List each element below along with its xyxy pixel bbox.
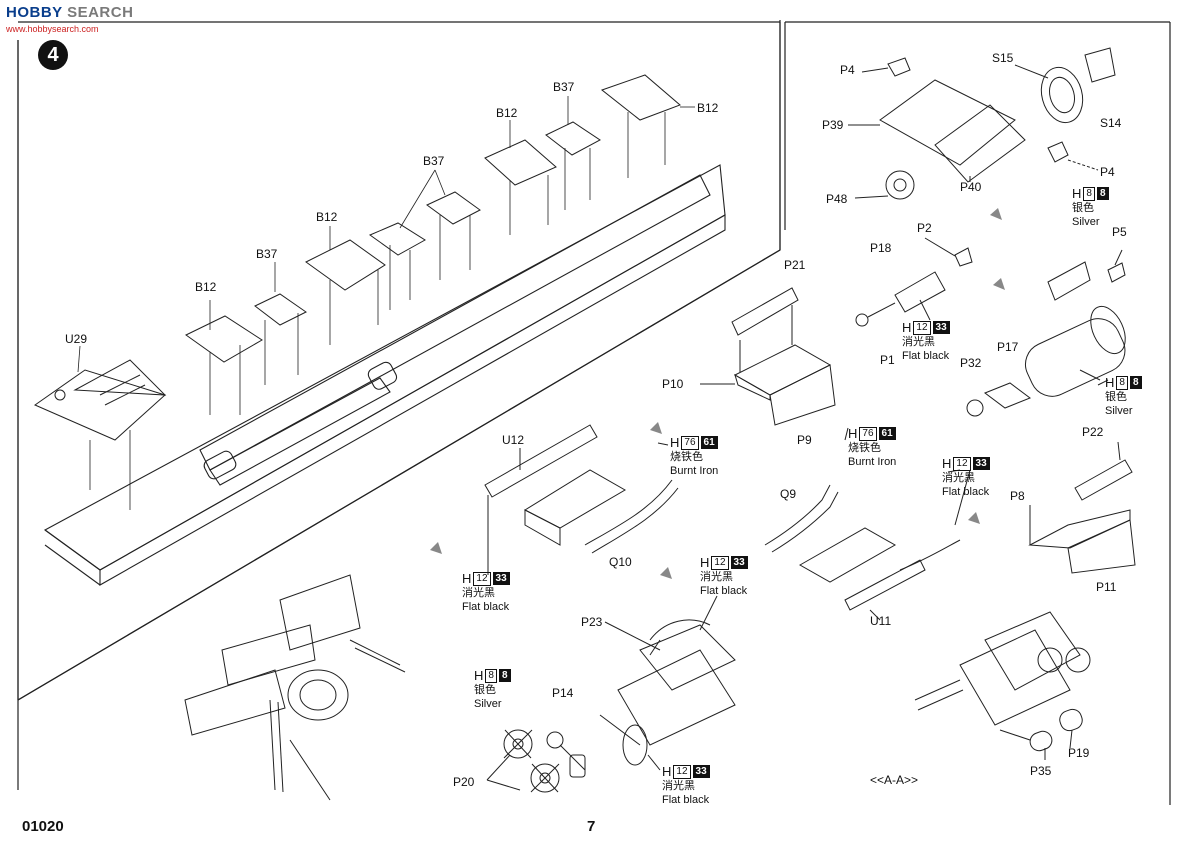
watermark-url: www.hobbysearch.com — [6, 24, 99, 34]
part-label: U11 — [870, 614, 892, 628]
part-label: B12 — [195, 280, 217, 294]
part-label: P17 — [997, 340, 1019, 354]
part-label: U29 — [65, 332, 88, 346]
part-label: B37 — [256, 247, 278, 261]
part-label: P23 — [581, 615, 603, 629]
part-label: P32 — [960, 356, 982, 370]
part-label: P1 — [880, 353, 895, 367]
page-number: 7 — [587, 818, 596, 835]
watermark-logo: HOBBY SEARCH — [6, 4, 134, 21]
part-label: P22 — [1082, 425, 1104, 439]
section-view-label: <<A-A>> — [870, 773, 919, 787]
part-label: P21 — [784, 258, 806, 272]
part-label: S15 — [992, 51, 1014, 65]
part-label: P35 — [1030, 764, 1052, 778]
part-label: P4 — [840, 63, 855, 77]
part-label: U12 — [502, 433, 525, 447]
part-label: P2 — [917, 221, 932, 235]
step-number-badge: 4 — [38, 40, 68, 70]
part-label: Q9 — [780, 487, 797, 501]
part-label: B12 — [316, 210, 338, 224]
kit-code: 01020 — [22, 818, 64, 835]
part-label: P20 — [453, 775, 475, 789]
part-label: P18 — [870, 241, 892, 255]
part-label: P4 — [1100, 165, 1115, 179]
part-label: S14 — [1100, 116, 1122, 130]
part-label: B12 — [496, 106, 518, 120]
part-label: P14 — [552, 686, 574, 700]
part-label: P10 — [662, 377, 684, 391]
part-label: P19 — [1068, 746, 1090, 760]
part-label: P11 — [1096, 580, 1117, 594]
part-label: P8 — [1010, 489, 1025, 503]
part-label: P9 — [797, 433, 812, 447]
part-label: Q10 — [609, 555, 632, 569]
part-label: B37 — [423, 154, 445, 168]
part-label: B37 — [553, 80, 575, 94]
part-label: P5 — [1112, 225, 1127, 239]
part-label: P39 — [822, 118, 844, 132]
part-label: P48 — [826, 192, 848, 206]
part-label: B12 — [697, 101, 719, 115]
part-label: P40 — [960, 180, 982, 194]
